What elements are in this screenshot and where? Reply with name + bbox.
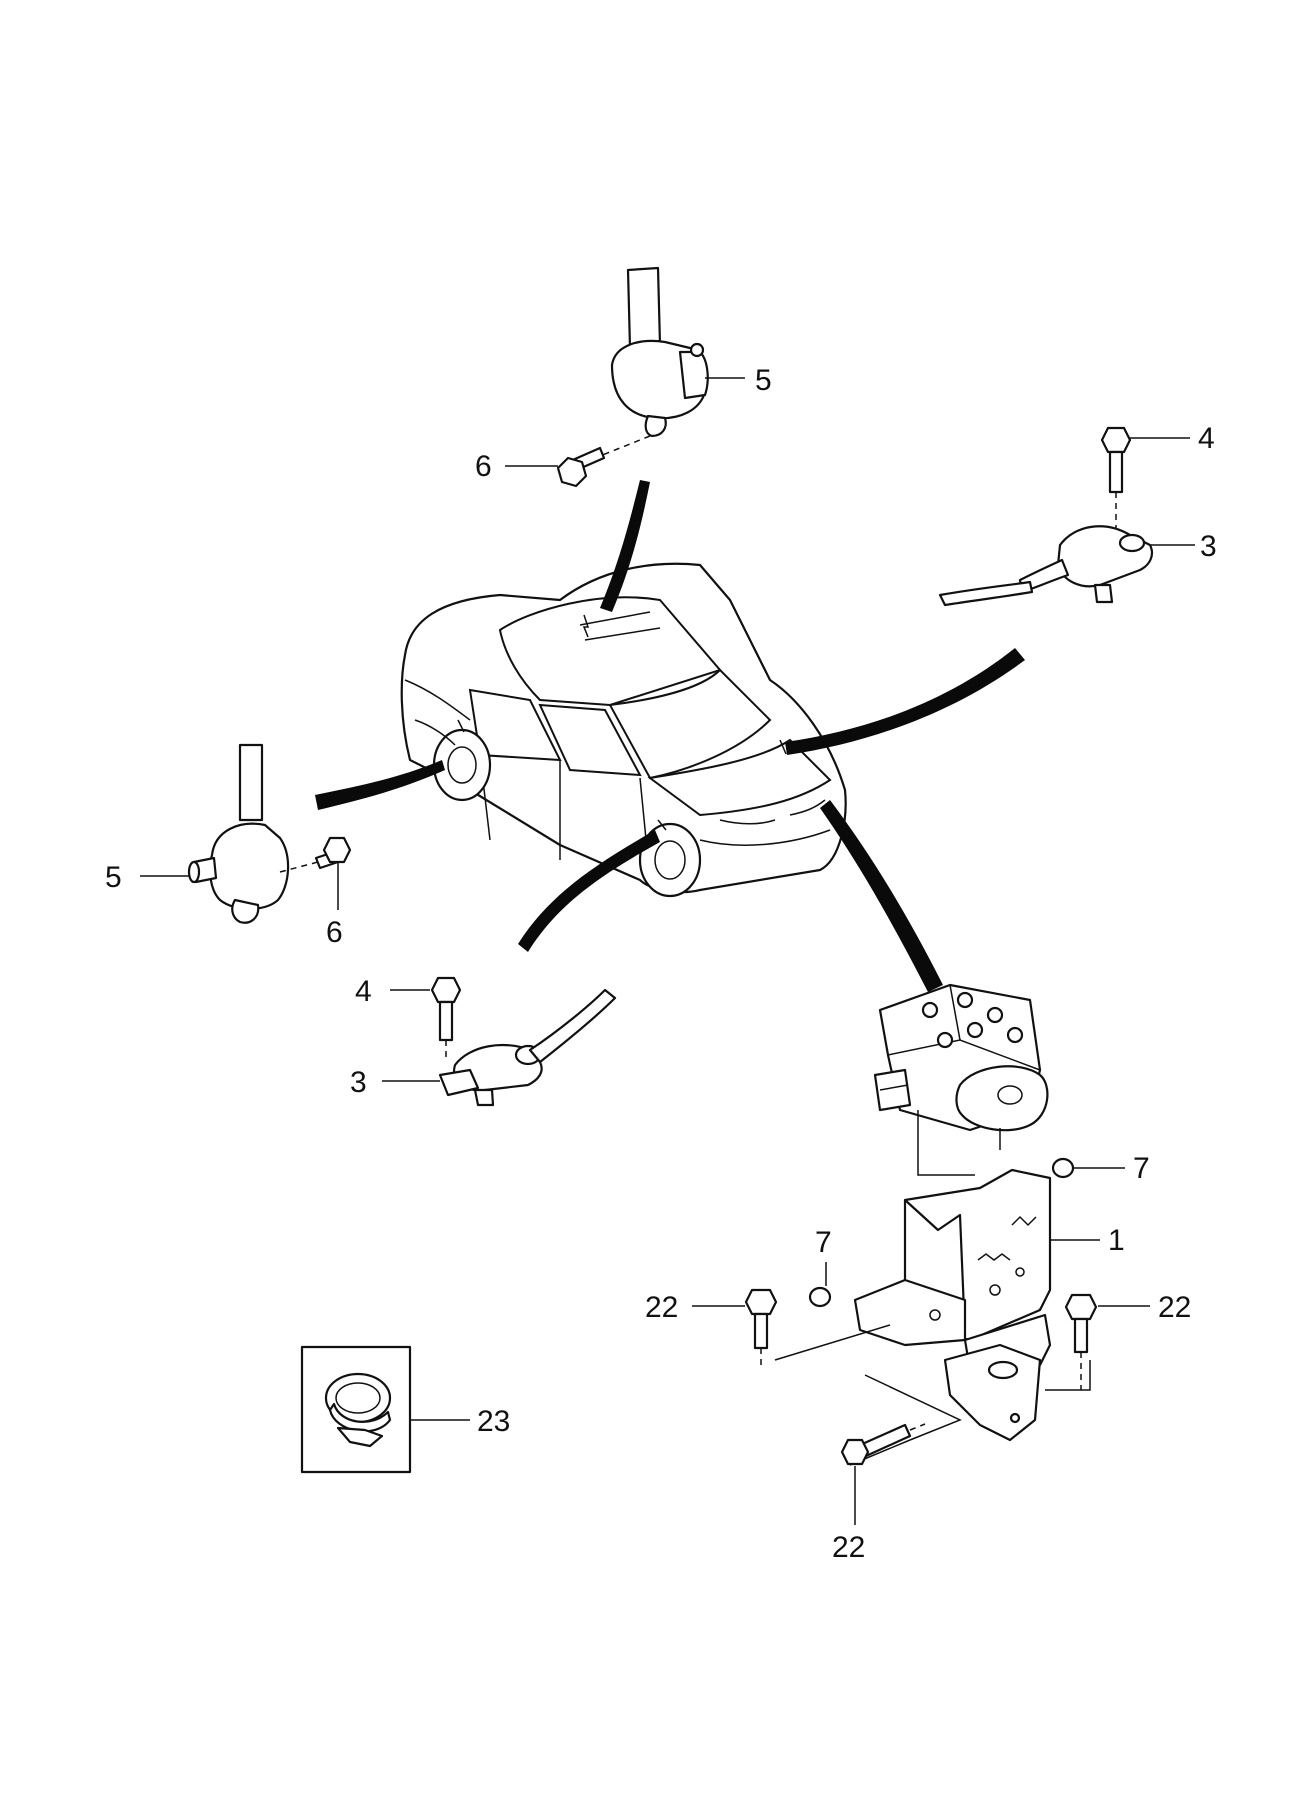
callout-5-left: 5 [105,861,122,894]
callout-7-left: 7 [815,1226,832,1259]
callout-4-right: 4 [1198,422,1215,455]
front-wheel-sensor-left [382,976,617,1107]
bolt-4-right [1100,426,1132,454]
callout-7-right: 7 [1133,1152,1150,1185]
callout-5-top: 5 [755,364,772,397]
bolt-22-right [1064,1293,1150,1390]
callout-22-bottom: 22 [832,1531,865,1564]
callout-22-right: 22 [1158,1291,1191,1324]
car-illustration [400,562,847,898]
bolt-6-top [556,446,606,488]
callout-labels: 5 6 4 3 5 6 4 3 7 7 1 22 22 22 23 [105,364,1217,1564]
callout-3-right: 3 [1200,530,1217,563]
rear-wheel-sensor-left [140,743,352,924]
callout-23: 23 [477,1405,510,1438]
bolt-4-left [430,976,462,1004]
arrow-to-hecu [820,800,943,992]
callout-4-left: 4 [355,975,372,1008]
callout-22-left: 22 [645,1291,678,1324]
callout-6-top: 6 [475,450,492,483]
arrow-to-right-sensor [785,648,1025,755]
hydraulic-unit [873,983,1049,1176]
arrow-to-top-sensor [600,480,650,612]
callout-3-left: 3 [350,1066,367,1099]
arrow-to-left-sensor [315,760,445,810]
front-wheel-sensor-right [938,426,1195,607]
bolt-6-left [314,836,352,870]
callout-6-left: 6 [326,916,343,949]
bolt-22-left [692,1288,778,1370]
clamp-box [300,1345,470,1474]
rear-wheel-sensor-top [505,266,745,488]
nut-7-left [808,1262,832,1308]
arrow-to-lower-left-sensor [518,830,660,952]
nut-7-right [1051,1157,1125,1179]
hydraulic-unit-bracket [774,1168,1100,1466]
bolt-22-bottom [840,1423,926,1525]
callout-1: 1 [1108,1224,1125,1257]
pointer-arrows [315,480,1025,992]
